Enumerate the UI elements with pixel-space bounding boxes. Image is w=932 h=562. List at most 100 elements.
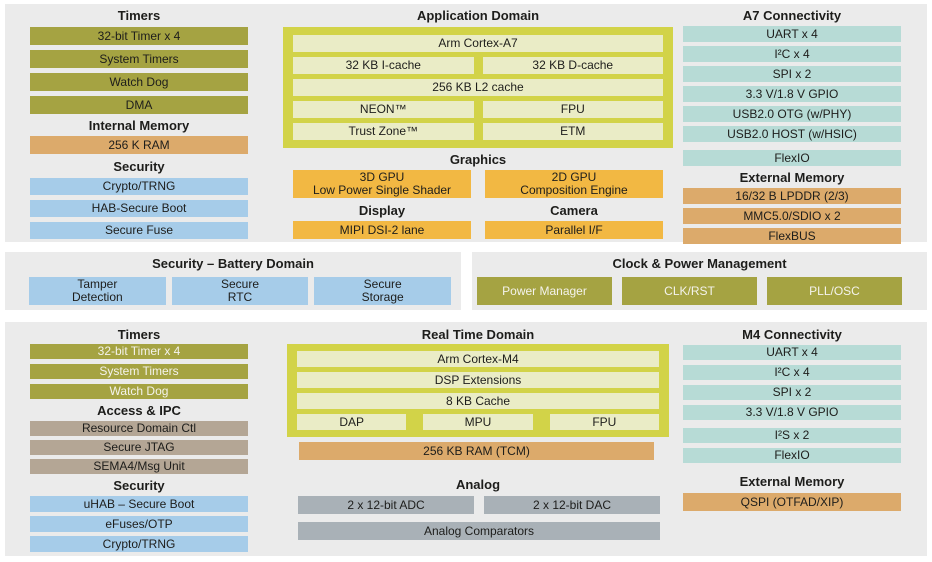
block-usb-otg: USB2.0 OTG (w/PHY) xyxy=(683,106,901,122)
external-memory-heading-a7: External Memory xyxy=(739,170,845,185)
block-256k-ram: 256 K RAM xyxy=(30,136,248,154)
cortex-a7-core-frame: Arm Cortex-A7 32 KB I-cache 32 KB D-cach… xyxy=(283,27,673,148)
block-dma: DMA xyxy=(30,96,248,114)
application-domain-heading: Application Domain xyxy=(416,8,540,23)
block-crypto-trng-m4: Crypto/TRNG xyxy=(30,536,248,552)
block-flexio-a7: FlexIO xyxy=(683,150,901,166)
block-secure-storage: Secure Storage xyxy=(314,277,451,305)
bottom-right-column: M4 Connectivity UART x 4 I²C x 4 SPI x 2… xyxy=(683,322,901,556)
m4-connectivity-heading: M4 Connectivity xyxy=(742,327,842,342)
block-8kb-cache: 8 KB Cache xyxy=(297,393,659,409)
clock-power-group: Power Manager CLK/RST PLL/OSC xyxy=(477,277,902,305)
access-ipc-group: Resource Domain Ctl Secure JTAG SEMA4/Ms… xyxy=(30,421,248,474)
block-icache: 32 KB I-cache xyxy=(293,57,474,74)
analog-adc-dac-row: 2 x 12-bit ADC 2 x 12-bit DAC xyxy=(298,496,660,514)
block-watch-dog-m4: Watch Dog xyxy=(30,384,248,399)
graphics-section: Graphics 3D GPU Low Power Single Shader … xyxy=(293,153,663,239)
block-efuses-otp: eFuses/OTP xyxy=(30,516,248,532)
a7-connectivity-heading: A7 Connectivity xyxy=(742,8,842,23)
block-mpu: MPU xyxy=(423,414,533,430)
block-i2s-m4: I²S x 2 xyxy=(683,428,901,443)
block-fpu-m4: FPU xyxy=(549,414,659,430)
block-2d-gpu: 2D GPU Composition Engine xyxy=(485,170,663,198)
block-i2c-a7: I²C x 4 xyxy=(683,46,901,62)
graphics-heading: Graphics xyxy=(449,152,507,167)
block-32bit-timer: 32-bit Timer x 4 xyxy=(30,27,248,45)
block-dcache: 32 KB D-cache xyxy=(482,57,663,74)
storage-line2: Storage xyxy=(361,290,404,304)
a7-connectivity-group: UART x 4 I²C x 4 SPI x 2 3.3 V/1.8 V GPI… xyxy=(683,26,901,166)
block-power-manager: Power Manager xyxy=(477,277,612,305)
block-uart-a7: UART x 4 xyxy=(683,26,901,42)
block-flexio-m4: FlexIO xyxy=(683,448,901,463)
block-crypto-trng-a7: Crypto/TRNG xyxy=(30,178,248,195)
block-3d-gpu: 3D GPU Low Power Single Shader xyxy=(293,170,471,198)
3d-gpu-line2: Low Power Single Shader xyxy=(312,183,452,197)
bottom-center-column: Real Time Domain Arm Cortex-M4 DSP Exten… xyxy=(283,322,673,556)
internal-memory-heading: Internal Memory xyxy=(88,118,190,133)
top-right-column: A7 Connectivity UART x 4 I²C x 4 SPI x 2… xyxy=(683,4,901,244)
timers-heading: Timers xyxy=(117,8,161,23)
block-sema4-msg-unit: SEMA4/Msg Unit xyxy=(30,459,248,474)
timers-heading-m4: Timers xyxy=(117,327,161,342)
block-gpio-a7: 3.3 V/1.8 V GPIO xyxy=(683,86,901,102)
block-i2c-m4: I²C x 4 xyxy=(683,365,901,380)
block-parallel-if: Parallel I/F xyxy=(485,221,663,239)
analog-heading: Analog xyxy=(455,477,501,492)
security-group-a7: Crypto/TRNG HAB-Secure Boot Secure Fuse xyxy=(30,178,248,239)
real-time-domain-panel: Timers 32-bit Timer x 4 System Timers Wa… xyxy=(5,322,927,556)
block-secure-fuse: Secure Fuse xyxy=(30,222,248,239)
block-trust-zone: Trust Zone™ xyxy=(293,123,474,140)
block-etm: ETM xyxy=(482,123,663,140)
block-dsp-extensions: DSP Extensions xyxy=(297,372,659,388)
block-fpu-a7: FPU xyxy=(482,101,663,118)
security-heading-a7: Security xyxy=(113,159,165,174)
3d-gpu-line1: 3D GPU xyxy=(359,170,405,184)
block-system-timers-m4: System Timers xyxy=(30,364,248,379)
block-system-timers: System Timers xyxy=(30,50,248,68)
block-l2-cache: 256 KB L2 cache xyxy=(293,79,663,96)
block-flexbus: FlexBUS xyxy=(683,228,901,244)
rtc-line1: Secure xyxy=(220,277,259,291)
top-left-column: Timers 32-bit Timer x 4 System Timers Wa… xyxy=(30,4,248,242)
block-qspi: QSPI (OTFAD/XIP) xyxy=(683,493,901,511)
block-hab-secure-boot: HAB-Secure Boot xyxy=(30,200,248,217)
bottom-left-column: Timers 32-bit Timer x 4 System Timers Wa… xyxy=(30,322,248,556)
tamper-line2: Detection xyxy=(71,290,123,304)
block-clk-rst: CLK/RST xyxy=(622,277,757,305)
block-secure-jtag: Secure JTAG xyxy=(30,440,248,455)
block-secure-rtc: Secure RTC xyxy=(171,277,309,305)
block-uhab-secure-boot: uHAB – Secure Boot xyxy=(30,496,248,512)
block-spi-m4: SPI x 2 xyxy=(683,385,901,400)
block-gpio-m4: 3.3 V/1.8 V GPIO xyxy=(683,405,901,420)
block-uart-m4: UART x 4 xyxy=(683,345,901,360)
battery-domain-panel: Security – Battery Domain Tamper Detecti… xyxy=(5,252,461,310)
battery-domain-group: Tamper Detection Secure RTC Secure Stora… xyxy=(29,277,451,305)
block-lpddr: 16/32 B LPDDR (2/3) xyxy=(683,188,901,204)
block-spi-a7: SPI x 2 xyxy=(683,66,901,82)
block-resource-domain-ctl: Resource Domain Ctl xyxy=(30,421,248,436)
block-analog-comparators: Analog Comparators xyxy=(298,522,660,540)
application-domain-panel: Timers 32-bit Timer x 4 System Timers Wa… xyxy=(5,4,927,244)
block-neon: NEON™ xyxy=(293,101,474,118)
block-256kb-ram-tcm: 256 KB RAM (TCM) xyxy=(299,442,654,460)
2d-gpu-line2: Composition Engine xyxy=(520,183,628,197)
block-watch-dog: Watch Dog xyxy=(30,73,248,91)
m4-connectivity-group: UART x 4 I²C x 4 SPI x 2 3.3 V/1.8 V GPI… xyxy=(683,345,901,463)
security-heading-m4: Security xyxy=(113,478,165,493)
block-dac: 2 x 12-bit DAC xyxy=(484,496,660,514)
block-dap: DAP xyxy=(297,414,407,430)
security-group-m4: uHAB – Secure Boot eFuses/OTP Crypto/TRN… xyxy=(30,496,248,552)
block-32bit-timer-m4: 32-bit Timer x 4 xyxy=(30,344,248,359)
real-time-domain-heading: Real Time Domain xyxy=(421,327,535,342)
block-usb-host: USB2.0 HOST (w/HSIC) xyxy=(683,126,901,142)
block-tamper-detection: Tamper Detection xyxy=(29,277,166,305)
storage-line1: Secure xyxy=(363,277,402,291)
block-arm-cortex-m4: Arm Cortex-M4 xyxy=(297,351,659,367)
block-mmc-sdio: MMC5.0/SDIO x 2 xyxy=(683,208,901,224)
a7-external-memory-group: 16/32 B LPDDR (2/3) MMC5.0/SDIO x 2 Flex… xyxy=(683,188,901,244)
timers-group: 32-bit Timer x 4 System Timers Watch Dog… xyxy=(30,27,248,114)
clock-power-panel: Clock & Power Management Power Manager C… xyxy=(472,252,927,310)
block-mipi-dsi: MIPI DSI-2 lane xyxy=(293,221,471,239)
